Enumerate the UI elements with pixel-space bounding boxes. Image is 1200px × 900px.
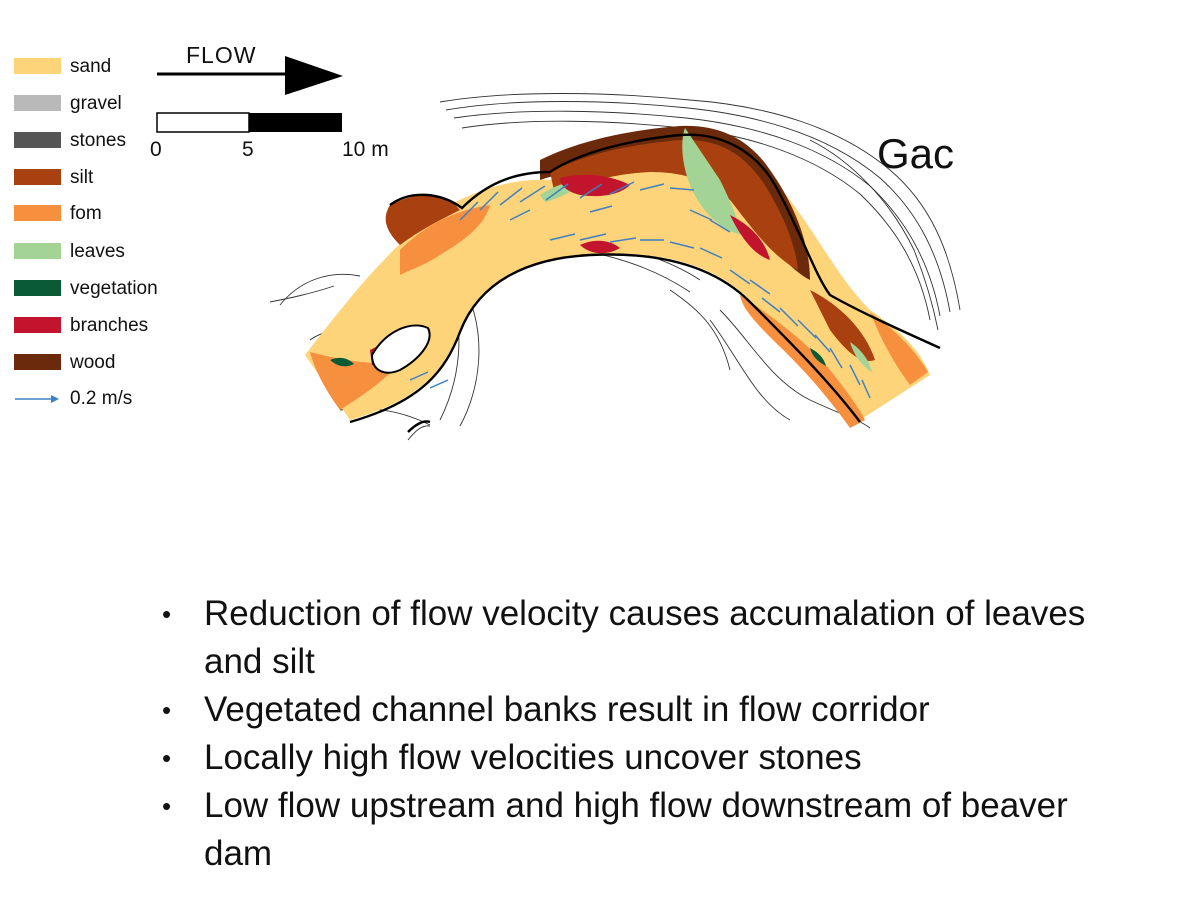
legend-swatch bbox=[14, 132, 61, 148]
fom-zone bbox=[740, 295, 865, 428]
vegetation-zone bbox=[810, 348, 826, 366]
silt-zone bbox=[385, 194, 460, 245]
fom-zone bbox=[400, 205, 490, 275]
branches-zone bbox=[560, 174, 630, 197]
legend-label: gravel bbox=[70, 93, 122, 114]
bullet-item: • Low flow upstream and high flow downstr… bbox=[158, 782, 1118, 878]
vegetation-zone bbox=[330, 357, 354, 367]
silt-zone bbox=[550, 139, 798, 270]
site-name: Gac bbox=[877, 130, 955, 177]
leaves-zone bbox=[850, 342, 872, 372]
bullet-icon: • bbox=[162, 791, 172, 821]
legend-label: sand bbox=[70, 56, 112, 77]
scale-tick-0: 0 bbox=[150, 138, 162, 161]
velocity-arrow-icon bbox=[15, 395, 59, 403]
legend-label: vegetation bbox=[70, 278, 158, 299]
velocity-vectors bbox=[409, 181, 871, 399]
legend-swatch bbox=[14, 317, 61, 333]
fom-zone bbox=[870, 312, 928, 385]
bullet-text: Vegetated channel banks result in flow c… bbox=[204, 690, 930, 729]
legend-label-velocity: 0.2 m/s bbox=[70, 388, 133, 409]
legend-label: leaves bbox=[70, 241, 125, 262]
branches-zone bbox=[730, 215, 770, 260]
flow-label: FLOW bbox=[186, 42, 257, 68]
scale-bar bbox=[156, 112, 342, 133]
bullet-text: Reduction of flow velocity causes accuma… bbox=[204, 594, 1086, 681]
bullet-icon: • bbox=[162, 599, 172, 629]
legend-label: silt bbox=[70, 167, 94, 188]
legend-label: wood bbox=[70, 352, 116, 373]
bullet-item: • Vegetated channel banks result in flow … bbox=[158, 686, 1118, 734]
legend-swatch bbox=[14, 169, 61, 185]
flow-arrow-icon bbox=[157, 56, 343, 95]
channel-substrate bbox=[305, 125, 930, 428]
bullet-item: • Reduction of flow velocity causes accum… bbox=[158, 590, 1118, 686]
branches-zone bbox=[580, 240, 620, 254]
legend-label: branches bbox=[70, 315, 149, 336]
substrate-map bbox=[269, 93, 961, 441]
bullet-text: Locally high flow velocities uncover sto… bbox=[204, 738, 862, 777]
silt-zone bbox=[810, 290, 875, 361]
leaves-zone bbox=[682, 128, 742, 235]
bullet-icon: • bbox=[162, 695, 172, 725]
island bbox=[370, 324, 431, 374]
bullet-list: • Reduction of flow velocity causes accum… bbox=[158, 590, 1118, 878]
bullet-icon: • bbox=[162, 743, 172, 773]
scale-tick-5: 5 bbox=[242, 138, 254, 161]
legend-swatch bbox=[14, 354, 61, 370]
legend-swatch bbox=[14, 95, 61, 111]
legend-swatch bbox=[14, 205, 61, 221]
bullet-item: • Locally high flow velocities uncover st… bbox=[158, 734, 1118, 782]
scale-tick-10: 10 m bbox=[342, 138, 389, 161]
legend-swatch bbox=[14, 280, 61, 296]
legend-swatch bbox=[14, 58, 61, 74]
legend-label: stones bbox=[70, 130, 126, 151]
channel-banks bbox=[349, 133, 941, 433]
legend-swatch bbox=[14, 243, 61, 259]
legend-label: fom bbox=[70, 203, 102, 224]
bullet-text: Low flow upstream and high flow downstre… bbox=[204, 786, 1068, 873]
